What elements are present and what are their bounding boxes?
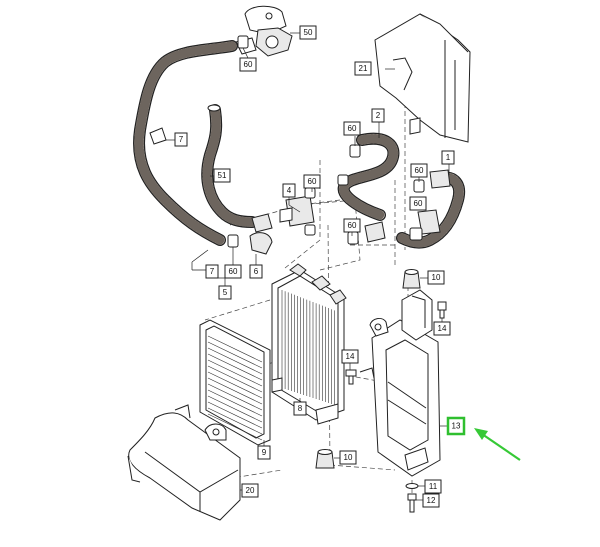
callout-7-upper: 7 <box>174 132 188 147</box>
callout-10-top: 10 <box>427 270 445 285</box>
svg-text:60: 60 <box>244 60 253 69</box>
svg-text:7: 7 <box>179 135 184 144</box>
svg-text:14: 14 <box>346 352 355 361</box>
callout-6: 6 <box>249 264 263 279</box>
callout-51: 51 <box>213 168 231 183</box>
radiator-part-8 <box>271 263 347 425</box>
grille-slat <box>207 365 263 393</box>
svg-text:8: 8 <box>298 404 303 413</box>
svg-text:60: 60 <box>348 221 357 230</box>
svg-text:60: 60 <box>308 177 317 186</box>
callout-14-left: 14 <box>341 349 359 364</box>
grille-slat <box>207 407 263 435</box>
callout-9: 9 <box>257 445 271 460</box>
callout-13[interactable]: 13 <box>446 416 466 436</box>
callout-50: 50 <box>299 25 317 40</box>
air-duct-part-21 <box>374 13 471 143</box>
svg-text:12: 12 <box>427 496 436 505</box>
svg-text:21: 21 <box>359 64 368 73</box>
svg-text:60: 60 <box>414 199 423 208</box>
callout-2: 2 <box>371 108 385 123</box>
grille-slat <box>207 347 263 375</box>
callout-60-c: 60 <box>410 163 428 178</box>
callout-60-b: 60 <box>343 121 361 136</box>
callout-7-lower: 7 <box>205 264 219 279</box>
svg-text:60: 60 <box>348 124 357 133</box>
svg-text:60: 60 <box>415 166 424 175</box>
callout-8: 8 <box>293 401 307 416</box>
callout-60-d: 60 <box>303 174 321 189</box>
grille-slat <box>207 377 263 405</box>
coolant-hose-part-51 <box>133 40 238 246</box>
svg-text:2: 2 <box>376 111 381 120</box>
callout-5: 5 <box>218 285 232 300</box>
coolant-valve-part-50 <box>235 5 293 57</box>
callout-12: 12 <box>422 493 440 508</box>
callout-4: 4 <box>282 183 296 198</box>
svg-text:6: 6 <box>254 267 259 276</box>
callout-60-g: 60 <box>224 264 242 279</box>
grille-slat <box>207 341 263 369</box>
callout-14-right: 14 <box>433 321 451 336</box>
grille-slat <box>207 413 263 441</box>
callout-21: 21 <box>354 61 372 76</box>
callout-20: 20 <box>241 483 259 498</box>
svg-text:50: 50 <box>304 28 313 37</box>
leader-lines <box>166 32 450 501</box>
highlight-arrow <box>474 428 521 461</box>
grille-slat <box>207 395 263 423</box>
grille-slat <box>207 353 263 381</box>
svg-text:7: 7 <box>210 267 215 276</box>
svg-text:1: 1 <box>446 153 451 162</box>
svg-text:5: 5 <box>223 288 228 297</box>
svg-text:13: 13 <box>452 422 461 431</box>
grille-slat <box>207 335 263 363</box>
callout-10-bottom: 10 <box>339 450 357 465</box>
coolant-hose-part-2 <box>337 132 400 221</box>
grille-slat <box>207 371 263 399</box>
grille-slat <box>207 383 263 411</box>
radiator-bracket-part-13 <box>359 289 441 477</box>
callout-11: 11 <box>424 479 442 494</box>
callout-60-f: 60 <box>343 218 361 233</box>
callout-60-e: 60 <box>409 196 427 211</box>
air-duct-part-20 <box>127 404 241 521</box>
grille-screen-part-9 <box>199 319 271 446</box>
coolant-hose-upper-left <box>201 104 258 228</box>
svg-text:14: 14 <box>438 324 447 333</box>
svg-text:60: 60 <box>229 267 238 276</box>
svg-text:11: 11 <box>429 482 438 491</box>
svg-text:4: 4 <box>287 186 292 195</box>
grille-slat <box>207 389 263 417</box>
svg-text:20: 20 <box>246 486 255 495</box>
callout-60-top: 60 <box>239 57 257 72</box>
svg-text:51: 51 <box>218 171 227 180</box>
svg-text:10: 10 <box>432 273 441 282</box>
grille-slat <box>207 359 263 387</box>
coolant-hose-part-1 <box>396 171 465 249</box>
grille-slat <box>207 401 263 429</box>
svg-text:10: 10 <box>344 453 353 462</box>
hose-connectors <box>149 35 451 255</box>
callout-1: 1 <box>441 150 455 165</box>
svg-text:9: 9 <box>262 448 267 457</box>
